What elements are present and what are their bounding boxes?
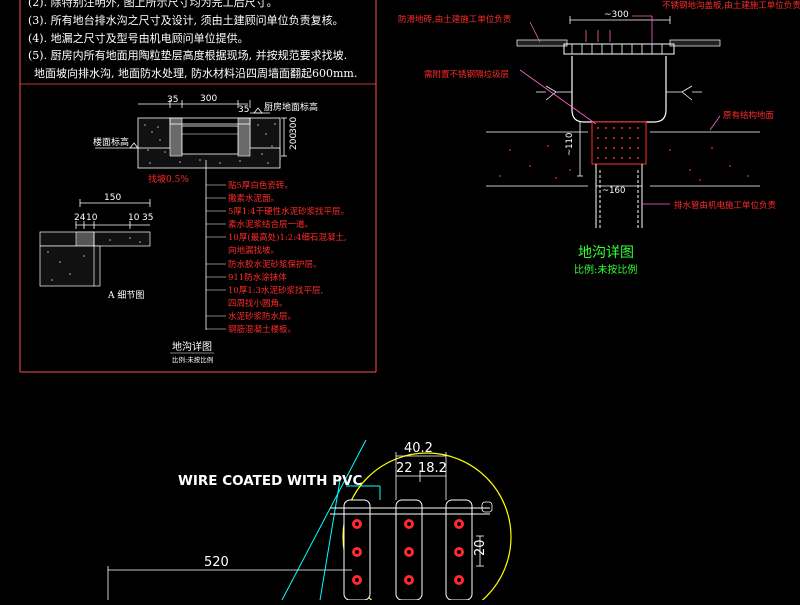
layer-10: 钢筋混凝土楼板。: [228, 324, 296, 335]
left-detail-title: 地沟详图: [172, 340, 212, 353]
wire-coated-label: WIRE COATED WITH PVC: [178, 473, 362, 489]
dim-20: 20: [473, 539, 488, 556]
dim-35-right: 35: [238, 105, 249, 115]
dim-110: ~110: [565, 133, 575, 156]
general-notes: (2). 除特别注明外, 图上所示尺寸均为完工后尺寸。 (3). 所有地台排水沟…: [28, 0, 357, 80]
label-mesh: 需附置不锈钢隔垃圾层: [424, 69, 509, 80]
dim-24: 24: [74, 213, 86, 223]
layer-callouts: 贴5厚白色瓷砖。 撒素水泥面。 5厚1:4干硬性水泥砂浆找平层。 素水泥浆结合层…: [206, 180, 349, 335]
detail-callout-circle: [342, 452, 512, 605]
label-waterproof: 防滑地砖,由土建施工单位负责: [398, 14, 512, 25]
note-line-5: (5). 厨房内所有地面用陶粒垫层高度根据现场, 并按规范要求找坡.: [28, 48, 347, 62]
layer-6: 防水胶水泥砂浆保护层。: [228, 259, 322, 270]
dim-10b: 10: [128, 213, 140, 223]
node-a-detail: 150 24 10 10 35 A 细节图: [39, 193, 153, 301]
side-dimension: [281, 117, 287, 157]
note-line-3: (3). 所有地台排水沟之尺寸及设计, 须由土建顾问单位负责复核。: [28, 13, 344, 27]
left-detail-scale: 比例:未按比例: [172, 355, 213, 364]
node-a-caption: A 细节图: [107, 289, 144, 301]
slope-label: 找坡0.5%: [148, 173, 189, 185]
layer-4: 素水泥浆结合层一道。: [228, 219, 313, 230]
layer-8: 10厚1:3水泥砂浆找平层,: [228, 285, 323, 296]
wire-tray: [330, 499, 493, 601]
layer-9: 水泥砂浆防水层。: [228, 311, 296, 322]
note-line-2: (2). 除特别注明外, 图上所示尺寸均为完工后尺寸。: [28, 0, 278, 9]
layer-7: 911防水涂抹体: [228, 272, 287, 283]
dim-520: 520: [204, 555, 229, 570]
dim-300-right: ~300: [604, 10, 629, 20]
layer-2: 撒素水泥面。: [228, 193, 279, 204]
dim-300-side: 300: [289, 117, 299, 134]
layer-3: 5厚1:4干硬性水泥砂浆找平层。: [228, 206, 349, 217]
dim-300-top: 300: [200, 94, 217, 104]
top-dimension: [138, 100, 251, 108]
layer-1: 贴5厚白色瓷砖。: [228, 180, 293, 191]
left-panel-frame: [19, 0, 377, 373]
left-trench-section: 35 300 35 厨房地面标高: [93, 94, 318, 330]
left-title-block: 地沟详图 比例:未按比例: [170, 340, 214, 364]
dim-200: 200: [289, 133, 299, 150]
label-cover: 不锈钢地沟盖板,由土建施工单位负责: [662, 0, 800, 11]
right-drain-section: ~300: [398, 0, 800, 276]
layer-5: 10厚(最高处)1:2:4细石混凝土,: [228, 232, 347, 243]
dim-40-2: 40.2: [404, 441, 433, 456]
trench-slab: [137, 117, 281, 169]
dim-10a: 10: [86, 213, 98, 223]
right-detail-scale: 比例:未按比例: [574, 263, 637, 276]
label-pipe: 排水管由机电施工单位负责: [674, 200, 777, 211]
layer-5b: 向地漏找坡。: [228, 245, 279, 256]
floor-level-marker: [95, 142, 139, 149]
floor-level-label: 楼面标高: [93, 136, 129, 148]
kitchen-floor-level-label: 厨房地面标高: [264, 101, 318, 113]
dim-22: 22: [396, 461, 413, 476]
right-detail-title: 地沟详图: [578, 245, 634, 261]
bottom-wire-detail: 40.2 22 18.2 20 WIRE COATED WITH PVC 520: [107, 439, 512, 605]
layer-8b: 四周找小圆角。: [228, 298, 288, 309]
label-structure: 原有结构地面: [723, 110, 775, 121]
dim-160: ~160: [602, 186, 625, 196]
kitchen-level-marker: [250, 107, 270, 114]
note-line-5-cont: 地面坡向排水沟, 地面防水处理, 防水材料沿四周墙面翻起600mm.: [34, 66, 357, 80]
dim-150: 150: [104, 193, 121, 203]
note-line-4: (4). 地漏之尺寸及型号由机电顾问单位提供。: [28, 31, 249, 45]
dim-18-2: 18.2: [418, 461, 447, 476]
dim-35-small: 35: [142, 213, 153, 223]
dim-35-top: 35: [167, 95, 178, 105]
